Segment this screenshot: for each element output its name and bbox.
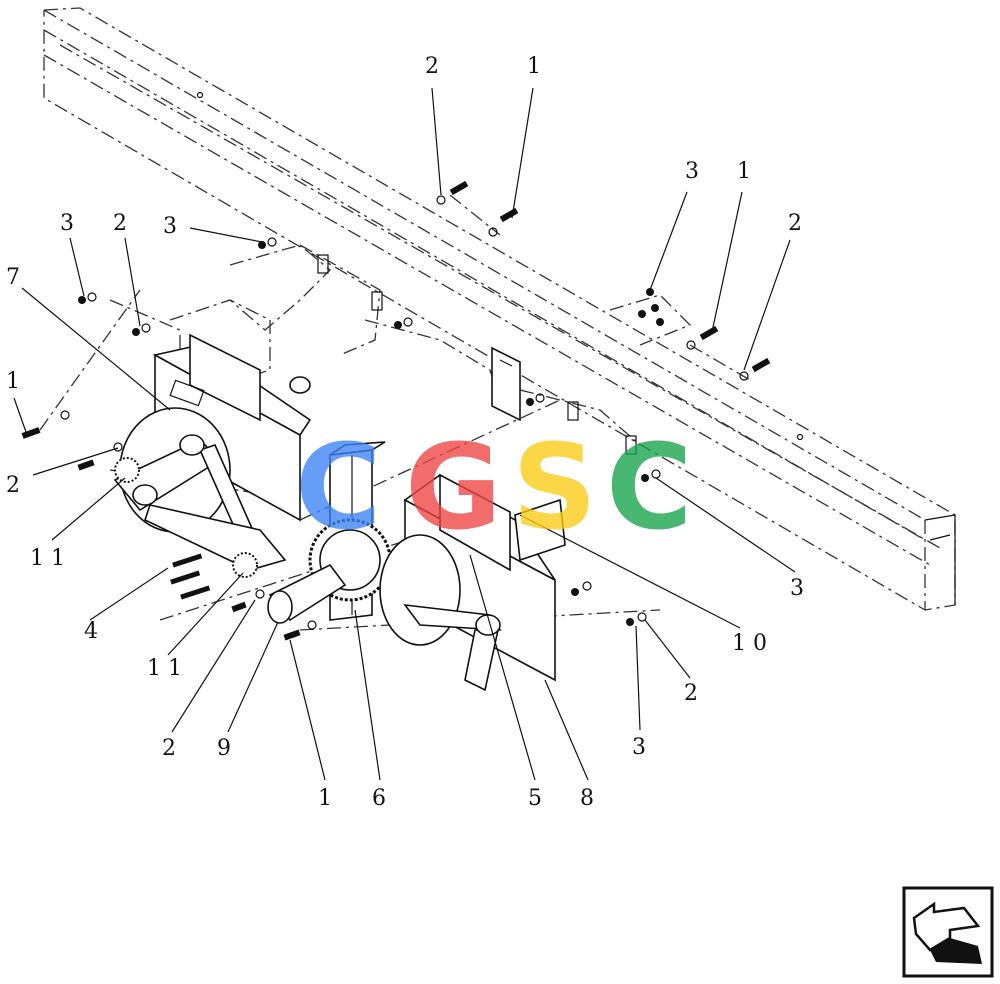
- callout-4: 4: [84, 619, 98, 644]
- callout-2: 2: [162, 736, 176, 761]
- callout-5: 5: [528, 786, 542, 811]
- callout-3: 3: [60, 211, 74, 236]
- callout-10: 1 0: [732, 631, 767, 656]
- mount-plate-phantoms: [109, 244, 692, 455]
- callout-3: 3: [163, 214, 177, 239]
- watermark-letter-3: S: [512, 418, 597, 556]
- bolt-bottom-1: [283, 620, 317, 641]
- watermark-letter-4: C: [606, 418, 693, 556]
- bolt-top-1: [488, 207, 519, 237]
- nut-cluster-right: [638, 288, 664, 326]
- callout-1: 1: [318, 786, 332, 811]
- bolt-stack-4: [170, 553, 211, 600]
- callout-9: 9: [217, 736, 231, 761]
- callout-2: 2: [113, 211, 127, 236]
- bolt-top-2: [436, 180, 469, 205]
- nut-cluster-center: [526, 393, 545, 406]
- nut-cluster-bottom-right: [626, 612, 647, 626]
- callout-8: 8: [580, 786, 594, 811]
- callout-6: 6: [372, 786, 386, 811]
- nut-cluster-right-lower: [571, 581, 592, 596]
- left-meter-assembly: [113, 333, 312, 578]
- watermark-letter-2: G: [405, 418, 502, 556]
- bolt-left-1: [21, 410, 70, 439]
- callout-2: 2: [425, 54, 439, 79]
- previous-page-button[interactable]: [902, 886, 994, 978]
- nut-cluster-mid: [394, 317, 413, 329]
- nut-cluster-left-2: [132, 323, 151, 336]
- watermark: C G S C: [295, 418, 693, 556]
- callout-2: 2: [684, 681, 698, 706]
- callout-11: 1 1: [147, 656, 182, 681]
- callout-3: 3: [790, 576, 804, 601]
- callout-3: 3: [685, 159, 699, 184]
- center-post-assembly: [267, 441, 392, 624]
- nut-cluster-left-1: [78, 292, 97, 304]
- bolt-left-2: [77, 442, 123, 471]
- leader-lines: [13, 87, 796, 781]
- previous-page-arrow-icon: [912, 901, 982, 964]
- bolt-right-1: [686, 325, 719, 350]
- callout-1: 1: [6, 369, 20, 394]
- callout-2: 2: [6, 473, 20, 498]
- callout-labels: 2 1 3 1 2 3 2 3 7 1 2 1 1 4 1 1 2 9 1 6 …: [6, 54, 804, 811]
- callout-3: 3: [632, 735, 646, 760]
- bolt-bottom-2: [231, 589, 265, 613]
- nut-cluster-top-left: [258, 237, 277, 249]
- callout-2: 2: [788, 211, 802, 236]
- callout-11: 1 1: [30, 546, 65, 571]
- watermark-letter-1: C: [295, 418, 382, 556]
- frame-beam-phantom: [43, 7, 956, 611]
- callout-1: 1: [527, 54, 541, 79]
- callout-1: 1: [737, 159, 751, 184]
- callout-7: 7: [6, 265, 20, 290]
- bolt-right-2: [739, 357, 771, 381]
